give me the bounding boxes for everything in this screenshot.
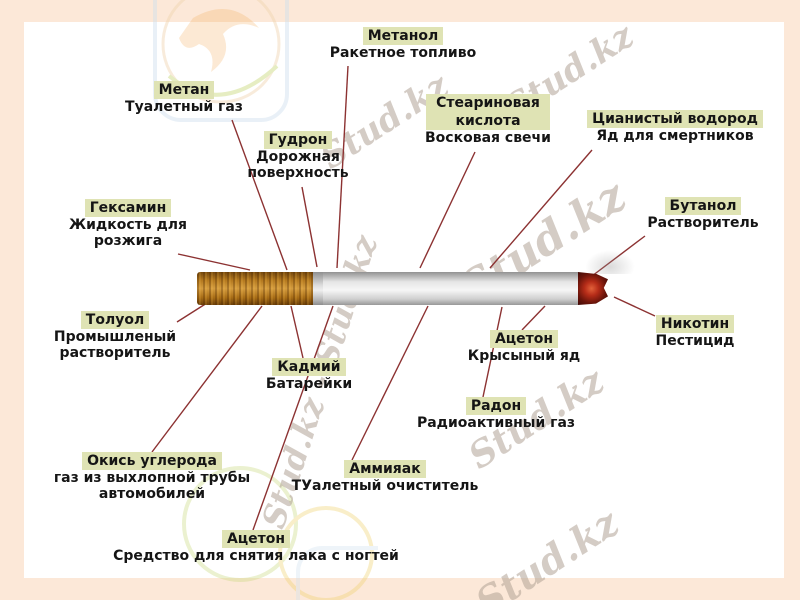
callout-carbon-monoxide: Окись углерода газ из выхлопной трубы ав… <box>52 452 252 502</box>
callout-toluene: Толуол Промышленый растворитель <box>35 311 195 361</box>
chemical-name: Ацетон <box>221 530 291 548</box>
chemical-name: Никотин <box>655 315 735 333</box>
chemical-desc: Промышленый растворитель <box>53 329 177 361</box>
cigarette-image <box>197 272 608 305</box>
chemical-desc: Растворитель <box>647 215 759 231</box>
cigarette-filter <box>197 272 313 305</box>
chemical-name: Стеариновая кислота <box>426 94 550 130</box>
callout-hexamine: Гексамин Жидкость для розжига <box>48 199 208 249</box>
cigarette-paper-body <box>323 272 578 305</box>
chemical-name: Бутанол <box>664 197 742 215</box>
chemical-name: Кадмий <box>272 358 346 376</box>
callout-stearic-acid: Стеариновая кислота Восковая свечи <box>408 94 568 146</box>
chemical-desc: газ из выхлопной трубы автомобилей <box>53 470 251 502</box>
chemical-desc: Дорожная поверхность <box>247 149 349 181</box>
chemical-name: Толуол <box>80 311 150 329</box>
cigarette-smoke <box>585 250 635 274</box>
callout-nicotine: Никотин Пестицид <box>635 315 755 349</box>
chemical-desc: Жидкость для розжига <box>68 217 188 249</box>
chemical-desc: Ракетное топливо <box>329 45 477 61</box>
callout-radon: Радон Радиоактивный газ <box>396 397 596 431</box>
callout-butanol: Бутанол Растворитель <box>633 197 773 231</box>
chemical-desc: Крысыный яд <box>467 348 581 364</box>
callout-acetone-nail-polish: Ацетон Средство для снятия лака с ногтей <box>76 530 436 564</box>
callout-acetone-rat-poison: Ацетон Крысыный яд <box>454 330 594 364</box>
cigarette-filter-ring <box>313 272 323 305</box>
chemical-name: Аммияак <box>344 460 426 478</box>
callout-tar: Гудрон Дорожная поверхность <box>238 131 358 181</box>
chemical-desc: Пестицид <box>655 333 735 349</box>
chemical-name: Метанол <box>362 27 444 45</box>
chemical-name: Гексамин <box>84 199 172 217</box>
chemical-name: Гудрон <box>263 131 333 149</box>
chemical-desc: Батарейки <box>265 376 353 392</box>
chemical-desc: Восковая свечи <box>425 130 551 146</box>
callout-ammonia: Аммияак ТУалетный очиститель <box>270 460 500 494</box>
cigarette-burning-tip <box>578 272 608 305</box>
chemical-desc: Средство для снятия лака с ногтей <box>113 548 399 564</box>
callout-hydrogen-cyanide: Цианистый водород Яд для смертников <box>572 110 778 144</box>
chemical-desc: Туалетный газ <box>125 99 243 115</box>
chemical-desc: Радиоактивный газ <box>416 415 576 431</box>
chemical-name: Окись углерода <box>82 452 222 470</box>
chemical-name: Ацетон <box>489 330 559 348</box>
chemical-desc: Яд для смертников <box>596 128 754 144</box>
chemical-name: Радон <box>465 397 527 415</box>
chemical-name: Цианистый водород <box>587 110 763 128</box>
callout-cadmium: Кадмий Батарейки <box>249 358 369 392</box>
callout-methane: Метан Туалетный газ <box>104 81 264 115</box>
chemical-desc: ТУалетный очиститель <box>291 478 479 494</box>
chemical-name: Метан <box>153 81 215 99</box>
callout-methanol: Метанол Ракетное топливо <box>313 27 493 61</box>
